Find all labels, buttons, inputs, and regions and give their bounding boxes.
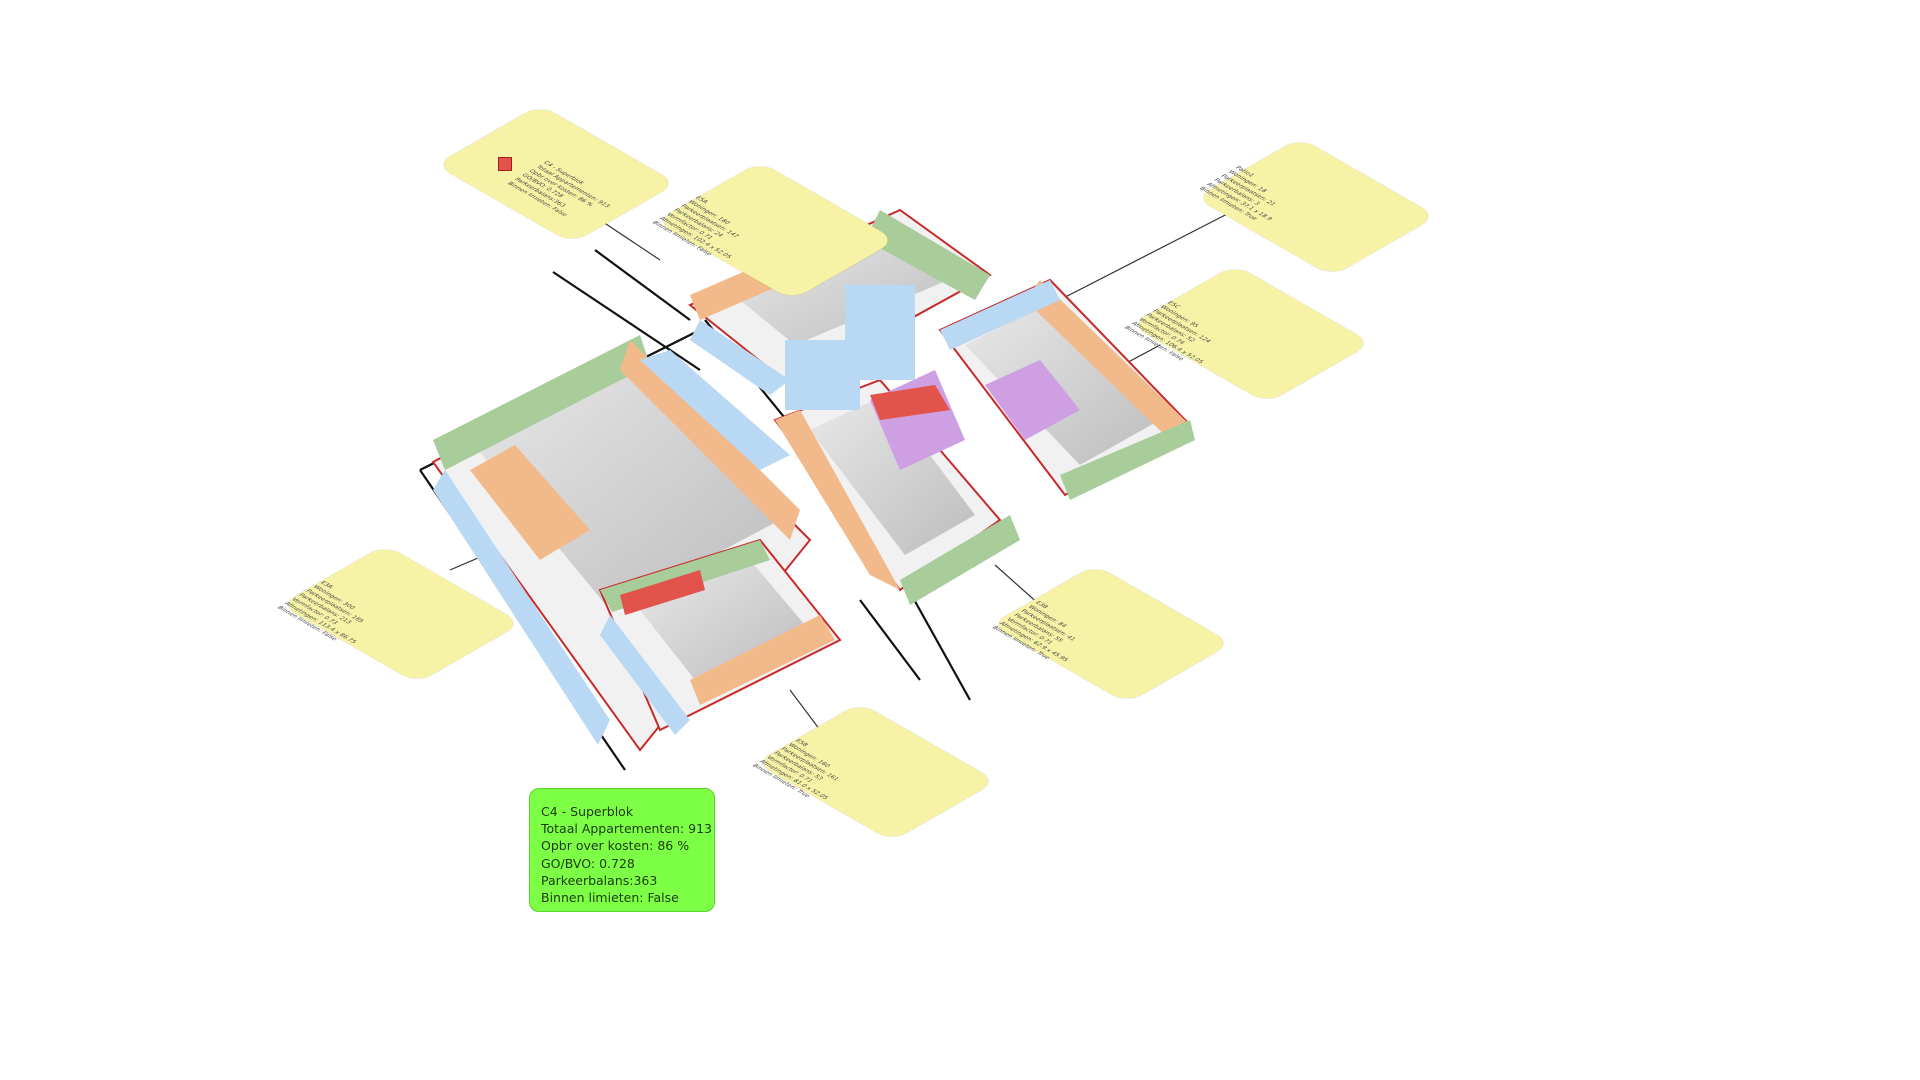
summary-parkeerbalans: Parkeerbalans:363 (541, 872, 658, 888)
block-e3b (598, 538, 842, 735)
summary-total-apartments: Totaal Appartementen: 913 (541, 821, 712, 837)
summary-panel: C4 - Superblok Totaal Appartementen: 913… (529, 788, 715, 912)
color-swatch-icon (498, 157, 512, 171)
block-e5b (773, 285, 1020, 605)
block-e5c (938, 278, 1195, 500)
summary-title: C4 - Superblok (541, 804, 634, 819)
summary-binnen-limieten: Binnen limieten: False (541, 890, 679, 906)
summary-go-bvo: GO/BVO: 0.728 (541, 855, 635, 871)
summary-opbr-over-kosten: Opbr over kosten: 86 % (541, 838, 690, 854)
